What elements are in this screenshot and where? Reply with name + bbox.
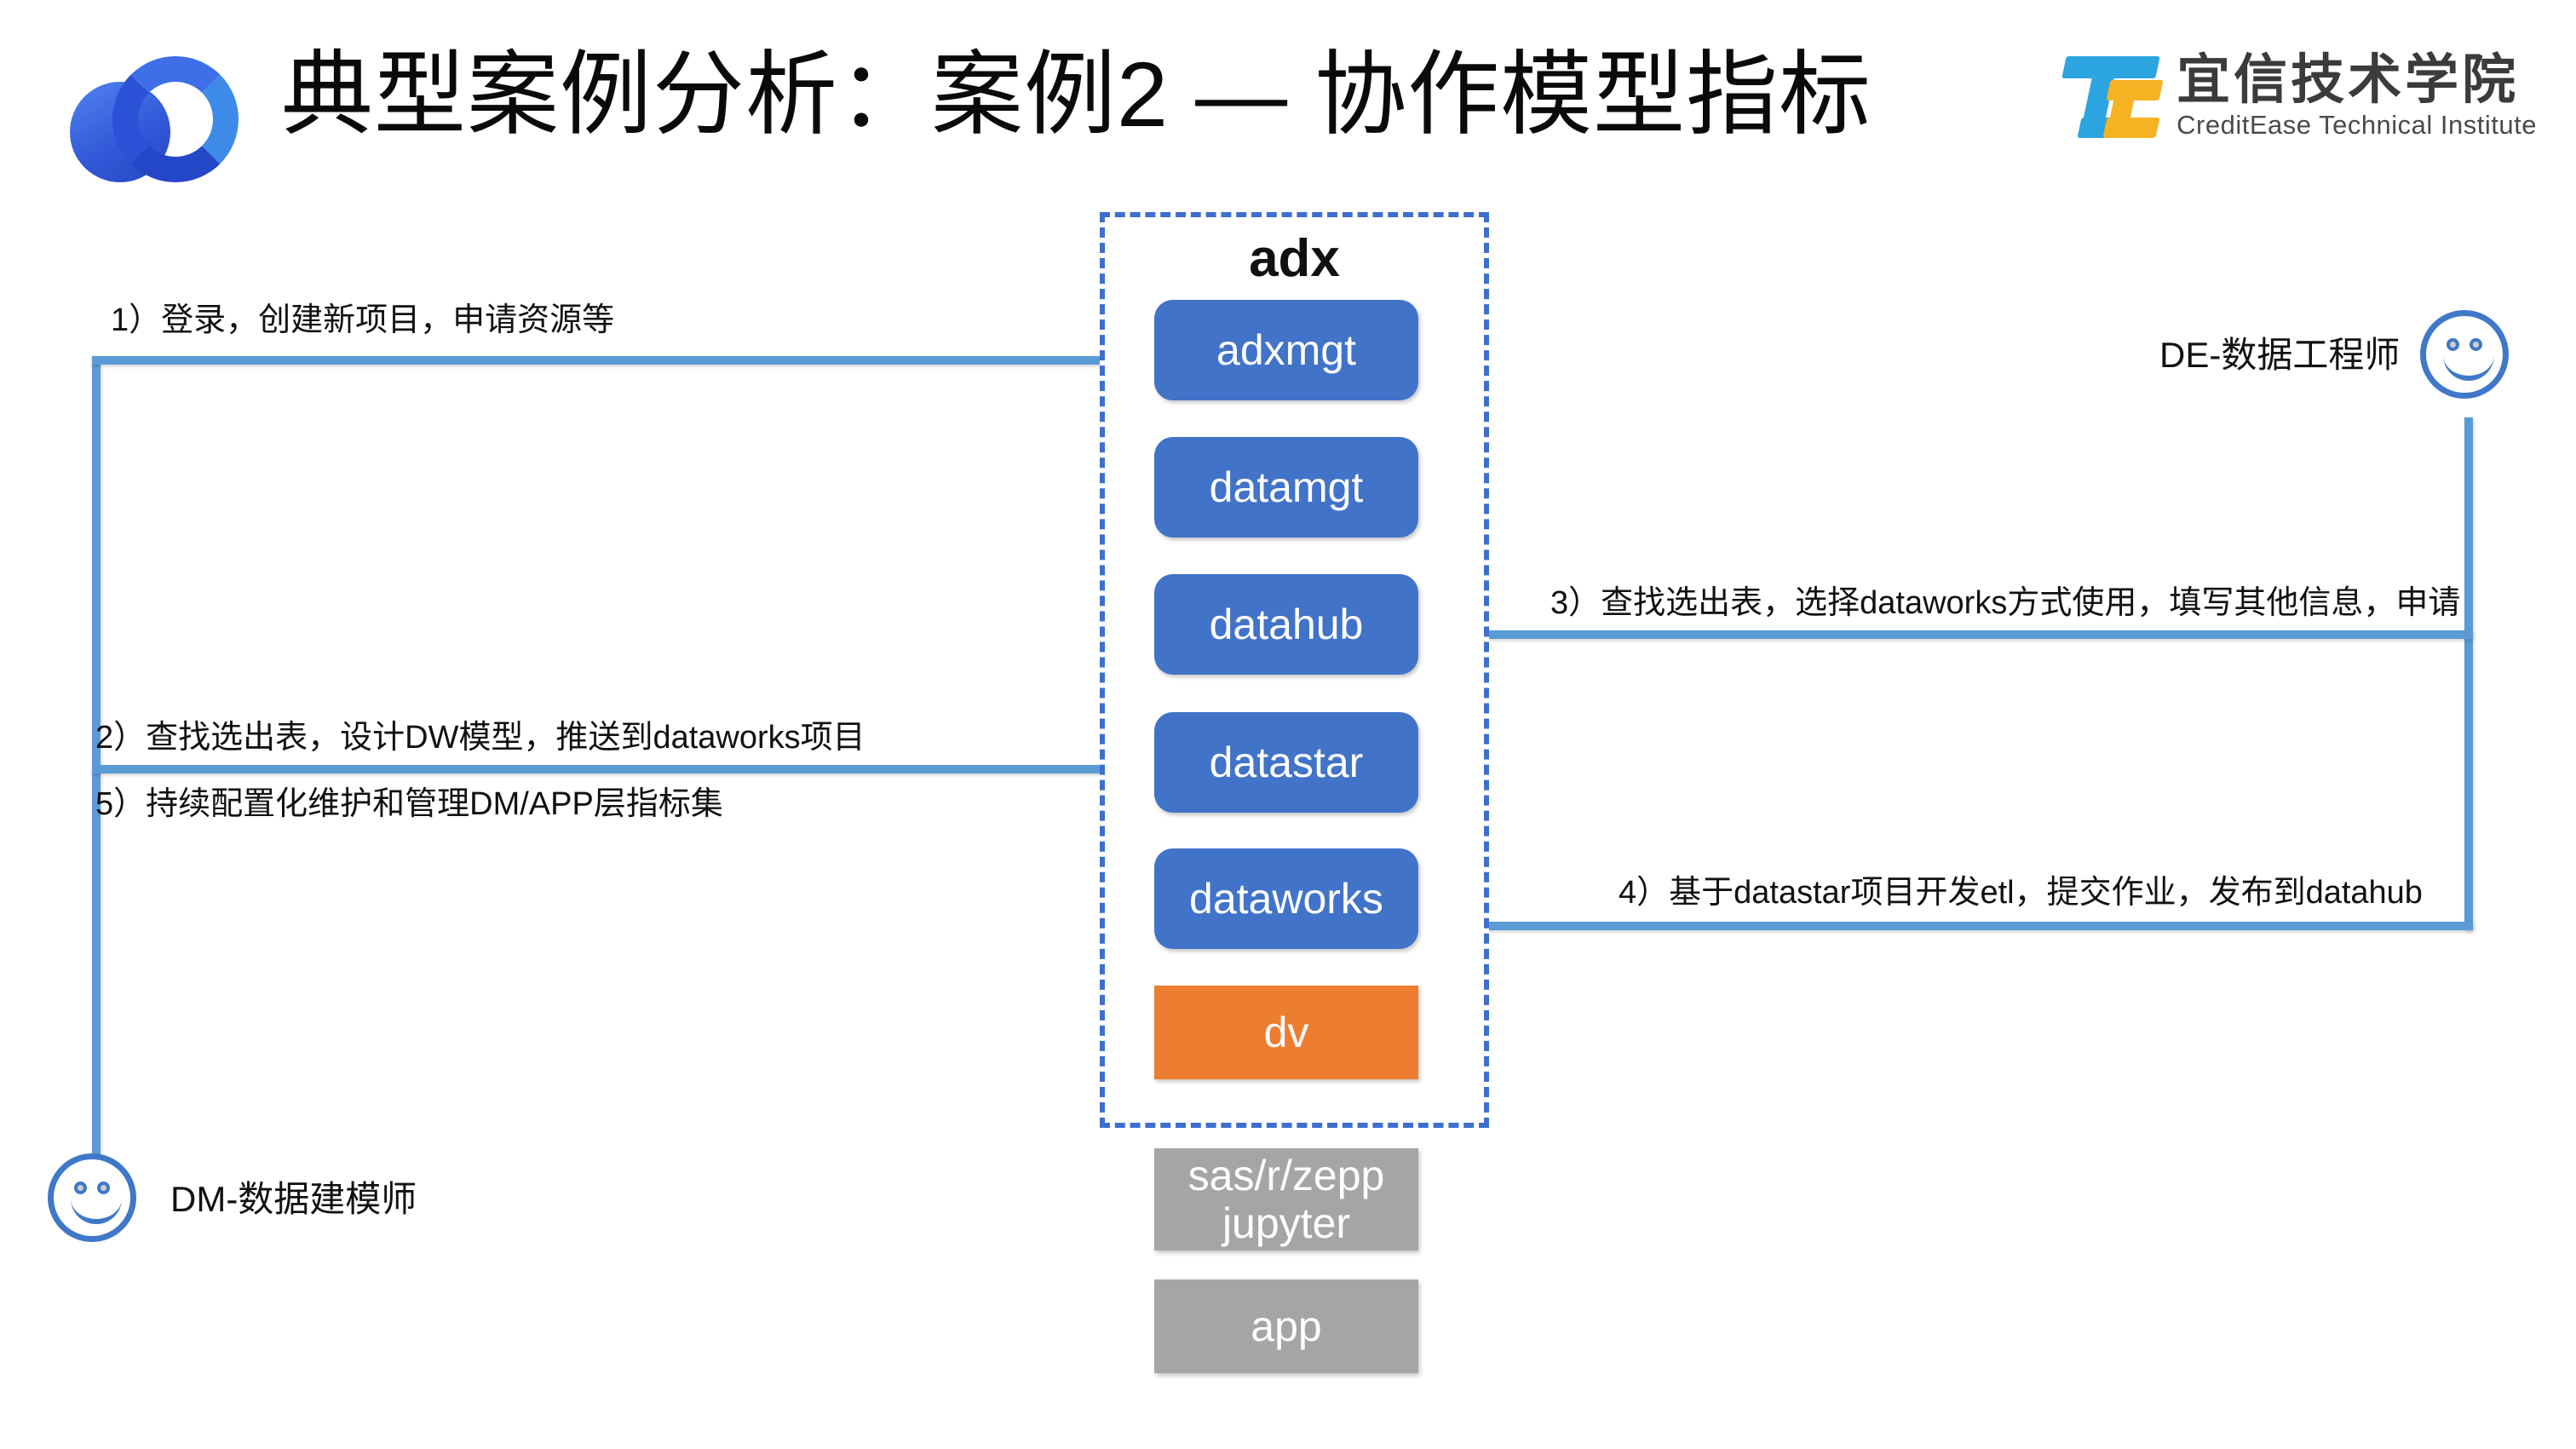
brand-name-cn: 宜信技术学院 bbox=[2176, 50, 2520, 110]
node-app-label: app bbox=[1251, 1302, 1322, 1350]
annotation-step2: 2）查找选出表，设计DW模型，推送到dataworks项目 bbox=[95, 720, 865, 756]
annotation-step5: 5）持续配置化维护和管理DM/APP层指标集 bbox=[95, 786, 723, 822]
brand-name-en: CreditEase Technical Institute bbox=[2176, 110, 2537, 140]
node-sas-r-zepp-jupyter[interactable]: sas/r/zepp jupyter bbox=[1154, 1148, 1418, 1251]
connector-step4-horizontal bbox=[1453, 922, 2473, 930]
node-adxmgt[interactable]: adxmgt bbox=[1154, 300, 1418, 400]
smiley-face-icon bbox=[48, 1153, 136, 1242]
annotation-step1: 1）登录，创建新项目，申请资源等 bbox=[111, 302, 615, 338]
actor-de[interactable] bbox=[2420, 310, 2509, 399]
actor-dm-label: DM-数据建模师 bbox=[170, 1179, 417, 1219]
node-datastar[interactable]: datastar bbox=[1154, 712, 1418, 813]
connector-de-vertical bbox=[2464, 417, 2473, 930]
page-title: 典型案例分析：案例2 — 协作模型指标 bbox=[281, 43, 1872, 146]
actor-dm[interactable] bbox=[48, 1153, 136, 1242]
logo-ring-shape bbox=[112, 56, 239, 182]
node-datamgt[interactable]: datamgt bbox=[1154, 437, 1418, 538]
node-dataworks-label: dataworks bbox=[1189, 875, 1383, 923]
annotation-step3: 3）查找选出表，选择dataworks方式使用，填写其他信息，申请 bbox=[1550, 585, 2461, 621]
node-app[interactable]: app bbox=[1154, 1279, 1418, 1373]
node-dv-label: dv bbox=[1263, 1009, 1309, 1056]
page-header: 典型案例分析：案例2 — 协作模型指标 宜信技术学院 CreditEase Te… bbox=[0, 0, 2576, 183]
node-datahub[interactable]: datahub bbox=[1154, 574, 1418, 675]
node-datamgt-label: datamgt bbox=[1209, 463, 1364, 511]
smiley-face-icon bbox=[2420, 310, 2509, 399]
adx-container-title: adx bbox=[1249, 229, 1340, 288]
node-datastar-label: datastar bbox=[1209, 739, 1364, 786]
connector-dm-vertical bbox=[92, 356, 101, 1198]
node-dataworks[interactable]: dataworks bbox=[1154, 848, 1418, 949]
node-adxmgt-label: adxmgt bbox=[1216, 326, 1356, 374]
connector-step2-horizontal bbox=[92, 765, 1130, 773]
node-sas-label: sas/r/zepp jupyter bbox=[1187, 1152, 1385, 1247]
brand-text: 宜信技术学院 CreditEase Technical Institute bbox=[2176, 50, 2537, 141]
connector-step3-horizontal bbox=[1453, 630, 2473, 639]
node-dv[interactable]: dv bbox=[1154, 986, 1418, 1079]
actor-de-label: DE-数据工程师 bbox=[2159, 335, 2401, 375]
connector-step1-horizontal bbox=[92, 356, 1130, 365]
tc-monogram-icon bbox=[2061, 51, 2164, 140]
two-overlapping-circles-logo-icon bbox=[61, 44, 240, 182]
brand-logo: 宜信技术学院 CreditEase Technical Institute bbox=[2061, 44, 2537, 147]
annotation-step4: 4）基于datastar项目开发etl，提交作业，发布到datahub bbox=[1619, 875, 2423, 911]
node-datahub-label: datahub bbox=[1209, 601, 1364, 648]
